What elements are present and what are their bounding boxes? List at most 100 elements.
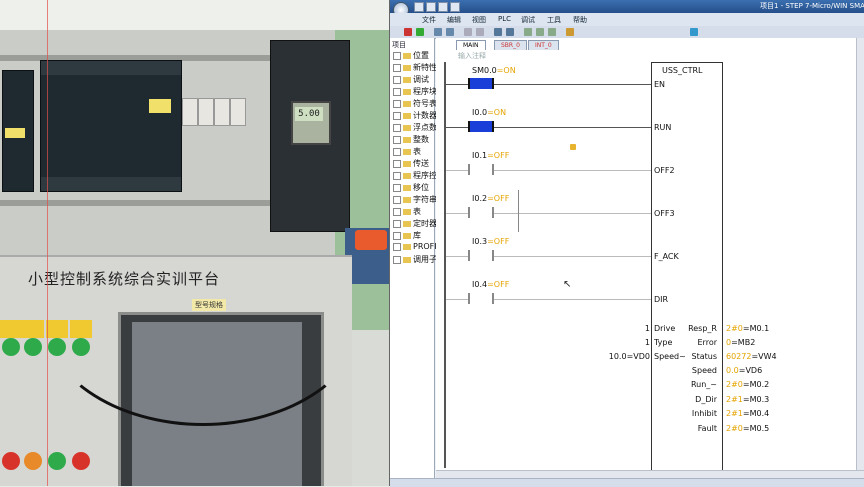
upload-icon[interactable] (434, 28, 442, 36)
contact-label: I0.1=OFF (472, 151, 510, 160)
pin-run: RUN (654, 123, 672, 132)
contact-i0-1[interactable] (468, 164, 494, 175)
wire (446, 84, 468, 85)
print-icon[interactable] (450, 2, 460, 12)
pin-type: Type (654, 338, 673, 347)
tab-main[interactable]: MAIN (456, 40, 486, 50)
stop-icon[interactable] (404, 28, 412, 36)
pin-speed: Speed (691, 366, 717, 375)
guide-line (47, 0, 48, 486)
ladder-editor[interactable]: MAIN SBR_0 INT_0 输入注释 SM0.0=ON I0.0=ON I… (436, 38, 864, 478)
zoom-icon[interactable] (690, 28, 698, 36)
contact-i0-3[interactable] (468, 250, 494, 261)
coil-icon[interactable] (536, 28, 544, 36)
menu-view[interactable]: 视图 (472, 16, 486, 24)
module-label (5, 128, 25, 138)
param-speed-value[interactable]: 10.0=VD0 (608, 352, 650, 361)
menu-help[interactable]: 帮助 (573, 16, 587, 24)
tree-item[interactable]: 浮点数 (393, 122, 437, 133)
relay (198, 98, 214, 126)
tree-item[interactable]: 程序块 (393, 86, 437, 97)
tree-item[interactable]: 调试 (393, 74, 429, 85)
tree-item[interactable]: PROFINET (393, 242, 453, 251)
out-error[interactable]: 0=MB2 (726, 338, 756, 347)
menu-bar: 文件 编辑 视图 PLC 调试 工具 帮助 (390, 13, 864, 26)
out-resp-r[interactable]: 2#0=M0.1 (726, 324, 770, 333)
tree-item[interactable]: 定时器 (393, 218, 437, 229)
drive-display: 5.00 (295, 107, 323, 121)
tree-item[interactable]: 字符串 (393, 194, 437, 205)
pin-run-en: Run_~ (690, 380, 717, 389)
vertical-scrollbar[interactable] (856, 38, 864, 470)
out-fault[interactable]: 2#0=M0.5 (726, 424, 770, 433)
param-drive-value[interactable]: 1 (644, 324, 650, 333)
tree-item[interactable]: 新特性 (393, 62, 437, 73)
network-comment[interactable]: 输入注释 (458, 52, 486, 60)
relay (214, 98, 230, 126)
download-icon[interactable] (446, 28, 454, 36)
out-run-en[interactable]: 2#0=M0.2 (726, 380, 770, 389)
pin-resp-r: Resp_R (688, 324, 717, 333)
monitor-icon[interactable] (494, 28, 502, 36)
pin-en: EN (654, 80, 666, 89)
pin-dir: DIR (654, 295, 669, 304)
tree-item[interactable]: 整数 (393, 134, 429, 145)
compile-icon[interactable] (566, 28, 574, 36)
tree-item[interactable]: 表 (393, 146, 421, 157)
tree-item[interactable]: 传送 (393, 158, 429, 169)
uss-ctrl-block[interactable] (651, 62, 723, 475)
wire (446, 213, 468, 214)
contact-i0-4[interactable] (468, 293, 494, 304)
pause-icon[interactable] (506, 28, 514, 36)
tree-item[interactable]: 表 (393, 206, 421, 217)
new-icon[interactable] (414, 2, 424, 12)
contact-icon[interactable] (524, 28, 532, 36)
insert-icon[interactable] (464, 28, 472, 36)
green-lamp (2, 338, 20, 356)
tree-item[interactable]: 位置 (393, 50, 429, 61)
red-lamp (72, 452, 90, 470)
motor-coupling (355, 230, 387, 250)
contact-sm0-0[interactable] (468, 78, 494, 89)
tree-item[interactable]: 调用子程序 (393, 254, 453, 265)
pin-error: Error (697, 338, 718, 347)
green-lamp (48, 452, 66, 470)
save-icon[interactable] (438, 2, 448, 12)
out-d-dir[interactable]: 2#1=M0.3 (726, 395, 770, 404)
wire (446, 299, 468, 300)
tree-item[interactable]: 库 (393, 230, 421, 241)
tab-int0[interactable]: INT_0 (528, 40, 559, 50)
delete-icon[interactable] (476, 28, 484, 36)
tree-item[interactable]: 移位 (393, 182, 429, 193)
param-type-value[interactable]: 1 (644, 338, 650, 347)
box-icon[interactable] (548, 28, 556, 36)
menu-debug[interactable]: 调试 (521, 16, 535, 24)
horizontal-scrollbar[interactable] (436, 470, 864, 478)
project-tree: 项目 位置 新特性 调试 程序块 符号表 计数器 浮点数 整数 表 传送 程序控… (390, 38, 453, 486)
block-name: USS_CTRL (662, 66, 703, 75)
tree-item[interactable]: 程序控制 (393, 170, 445, 181)
contact-label: I0.2=OFF (472, 194, 510, 203)
out-status[interactable]: 60272=VW4 (726, 352, 777, 361)
menu-file[interactable]: 文件 (422, 16, 436, 24)
menu-edit[interactable]: 编辑 (447, 16, 461, 24)
platform-title: 小型控制系统综合实训平台 (28, 270, 221, 288)
menu-plc[interactable]: PLC (498, 15, 512, 23)
din-rail-top (0, 55, 345, 61)
open-icon[interactable] (426, 2, 436, 12)
plc-terminal-strip (41, 61, 181, 75)
plc-terminal-strip (41, 177, 181, 191)
tree-item[interactable]: 计数器 (393, 110, 437, 121)
tree-item[interactable]: 符号表 (393, 98, 437, 109)
pin-status: Status (691, 352, 718, 361)
tab-sbr0[interactable]: SBR_0 (494, 40, 527, 50)
green-lamp (48, 338, 66, 356)
contact-i0-2[interactable] (468, 207, 494, 218)
run-icon[interactable] (416, 28, 424, 36)
menu-tools[interactable]: 工具 (547, 16, 561, 24)
out-inhibit[interactable]: 2#1=M0.4 (726, 409, 770, 418)
out-speed[interactable]: 0.0=VD6 (726, 366, 763, 375)
contact-i0-0[interactable] (468, 121, 494, 132)
mouse-cursor-icon: ↖ (563, 279, 572, 290)
tree-header: 项目 (392, 41, 406, 49)
